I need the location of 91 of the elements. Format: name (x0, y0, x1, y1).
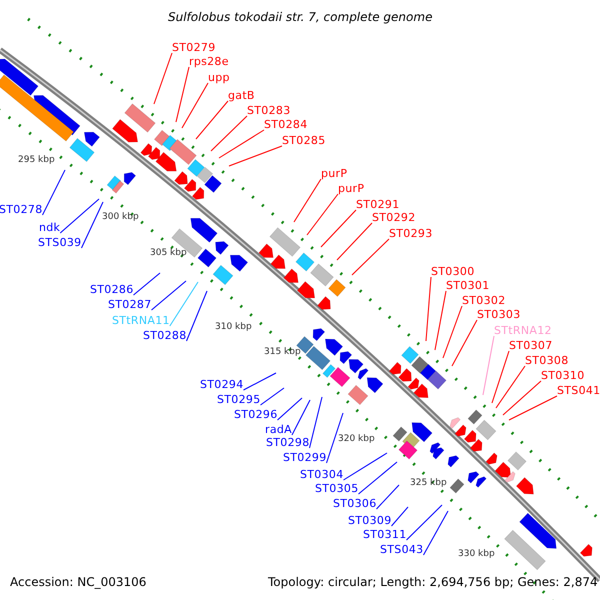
gene-label: ST0307 (509, 339, 552, 352)
gene-label: purP (338, 182, 364, 195)
leader-line (320, 210, 356, 248)
leader-line (154, 52, 172, 104)
scale-label: 330 kbp (458, 549, 495, 560)
diagram-title: Sulfolobus tokodaii str. 7, complete genome (168, 10, 432, 24)
leader-line (294, 178, 322, 222)
gene-label: ST0287 (108, 298, 152, 311)
gene-label: ST0305 (315, 482, 358, 495)
leader-line (228, 146, 282, 166)
gene-label: ST0292 (372, 211, 416, 224)
scale-label: 325 kbp (410, 478, 447, 489)
gene-label: ST0302 (462, 294, 506, 307)
scale-label: 295 kbp (18, 155, 55, 166)
leader-line (422, 510, 448, 556)
leader-line (176, 66, 190, 122)
gene-label: ST0309 (348, 514, 392, 527)
leader-line (434, 290, 446, 350)
gene-label: STS039 (38, 236, 82, 249)
leader-line (326, 412, 344, 464)
leader-line (218, 130, 264, 158)
gene-label: upp (208, 71, 230, 84)
gene-label: purP (321, 167, 348, 180)
leader-line (277, 398, 302, 420)
gene-label: ST0295 (217, 393, 260, 406)
scale-label: 320 kbp (338, 434, 375, 445)
leader-line (496, 366, 526, 408)
leader-line (309, 396, 322, 448)
gene-label: ST0296 (234, 408, 278, 421)
gene-label: ST0303 (477, 308, 520, 321)
leader-line (291, 400, 310, 436)
gene-label: ST0298 (266, 436, 310, 449)
gene-label: STS043 (380, 543, 424, 556)
leader-line (151, 280, 186, 310)
leader-line (502, 380, 542, 416)
gene-label: gatB (228, 89, 255, 102)
gene-label: ST0300 (431, 265, 474, 278)
accession-text: Accession: NC_003106 (10, 575, 146, 589)
gene-label: ST0283 (247, 104, 290, 117)
gene-label: ST0311 (363, 528, 406, 541)
leader-line (391, 506, 408, 526)
leader-line (352, 238, 390, 276)
leader-line (358, 462, 398, 494)
leader-line (306, 194, 338, 236)
leader-line (406, 504, 442, 540)
leader-line (42, 170, 66, 216)
leader-line (492, 350, 510, 404)
leader-line (60, 198, 100, 234)
scale-label: 310 kbp (215, 322, 252, 333)
leader-line (133, 272, 160, 296)
leader-line (186, 290, 208, 342)
gene-label: ST0304 (300, 468, 344, 481)
leader-line (182, 82, 208, 128)
scale-label: 300 kbp (102, 212, 139, 223)
gene-label: ST0278 (0, 203, 42, 216)
gene-label: ST0293 (389, 227, 432, 240)
gene-label: ST0308 (525, 354, 568, 367)
leader-line (508, 396, 558, 420)
gene-label: ST0310 (541, 369, 584, 382)
gene-label: ST0288 (143, 329, 186, 342)
leader-line (260, 388, 284, 406)
scale-label: 315 kbp (264, 347, 301, 358)
gene-label: ST0291 (356, 198, 400, 211)
leader-line (243, 372, 276, 390)
leader-line (196, 100, 228, 140)
gene-label: rps28e (189, 55, 229, 68)
gene-label: STS041 (557, 384, 600, 397)
leader-line (426, 276, 432, 342)
gene-label: STtRNA11 (112, 314, 170, 327)
leader-line (452, 320, 478, 366)
leader-line (169, 282, 198, 326)
leader-line (80, 202, 104, 248)
leader-line (336, 222, 372, 260)
gene-label: ST0279 (172, 41, 216, 54)
gene-label: ST0301 (446, 279, 490, 292)
gene-label: ST0294 (200, 378, 244, 391)
gene-label: ST0286 (90, 283, 134, 296)
gene-label: ST0285 (282, 134, 326, 147)
gene-label: STtRNA12 (494, 324, 552, 337)
gene-label: ST0284 (264, 118, 308, 131)
leader-line (482, 336, 494, 396)
leader-line (343, 452, 388, 480)
gene-label: ndk (39, 221, 60, 234)
gene-label: radA (265, 423, 292, 436)
leader-line (376, 484, 400, 510)
gene-label: ST0299 (283, 451, 326, 464)
leader-line (442, 306, 462, 358)
gene-label: ST0306 (333, 497, 376, 510)
leader-line (210, 116, 248, 152)
scale-label: 305 kbp (150, 248, 187, 259)
genome-stats-text: Topology: circular; Length: 2,694,756 bp; Genes: 2,874 (268, 575, 598, 589)
